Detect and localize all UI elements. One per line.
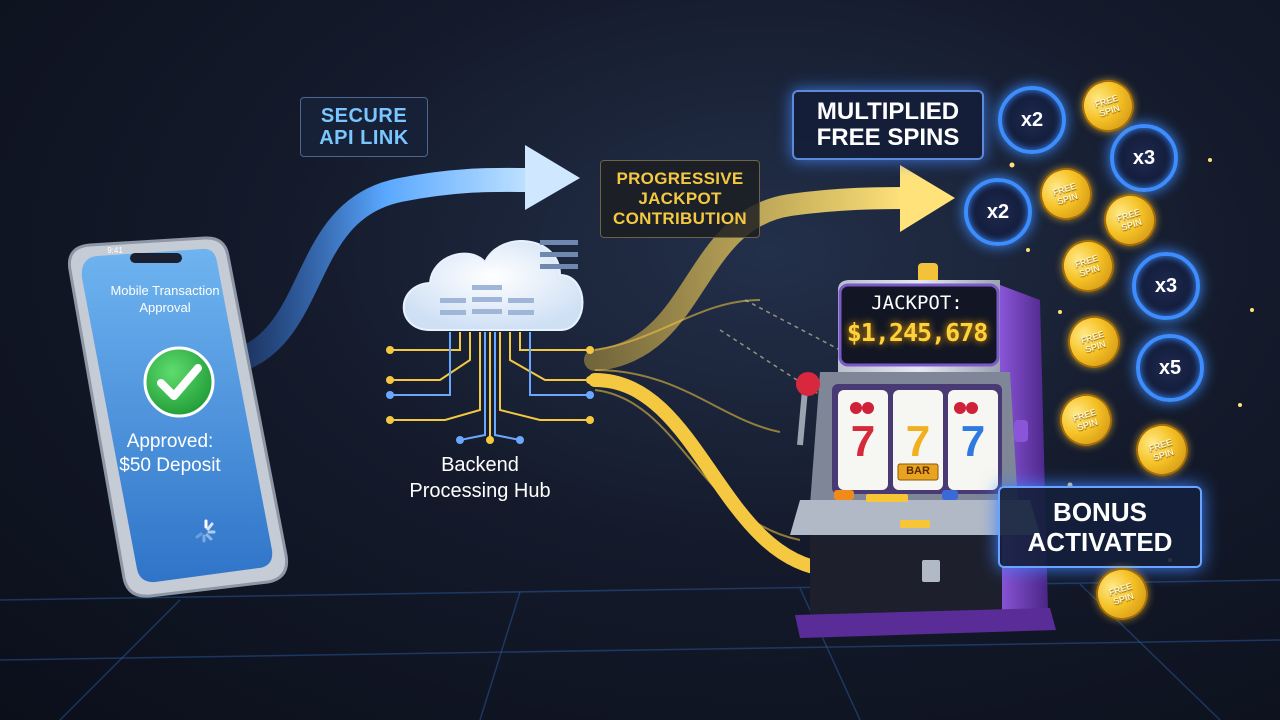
multiplier-badge: x3 — [1110, 124, 1178, 192]
phone-approval-status: Approved: $50 Deposit — [119, 431, 221, 476]
bonus-activated-label: BONUS ACTIVATED — [998, 486, 1202, 568]
reel-1-symbol: 7 — [850, 417, 876, 466]
api-link-arrow — [228, 167, 542, 372]
jackpot-contribution-label: PROGRESSIVE JACKPOT CONTRIBUTION — [600, 160, 760, 238]
data-flow-lines — [594, 299, 801, 541]
smartphone — [67, 236, 289, 598]
phone-title: Mobile Transaction Approval — [110, 283, 220, 315]
jackpot-amount: $1,245,678 — [846, 318, 989, 347]
floor-grid — [0, 579, 1280, 720]
multiplier-badge: x3 — [1132, 252, 1200, 320]
backend-hub-label: Backend Processing Hub — [409, 454, 551, 502]
jackpot-arrowhead — [900, 165, 955, 232]
api-link-arrowhead — [525, 145, 580, 210]
multiplier-badge: x2 — [964, 178, 1032, 246]
api-link-label: SECURE API LINK — [300, 97, 428, 157]
multiplier-badge: x2 — [998, 86, 1066, 154]
bonus-arrow — [588, 373, 837, 577]
multiplier-badge: x5 — [1136, 334, 1204, 402]
backend-cloud — [386, 240, 594, 444]
free-spins-label: MULTIPLIED FREE SPINS — [792, 90, 984, 160]
reel-3-symbol: 7 — [960, 417, 986, 466]
reel-bar-symbol: BAR — [906, 465, 930, 477]
reel-2-symbol: 7 — [905, 417, 931, 466]
jackpot-title: JACKPOT: — [871, 292, 963, 314]
phone-status-time: 9:41 — [107, 246, 123, 255]
